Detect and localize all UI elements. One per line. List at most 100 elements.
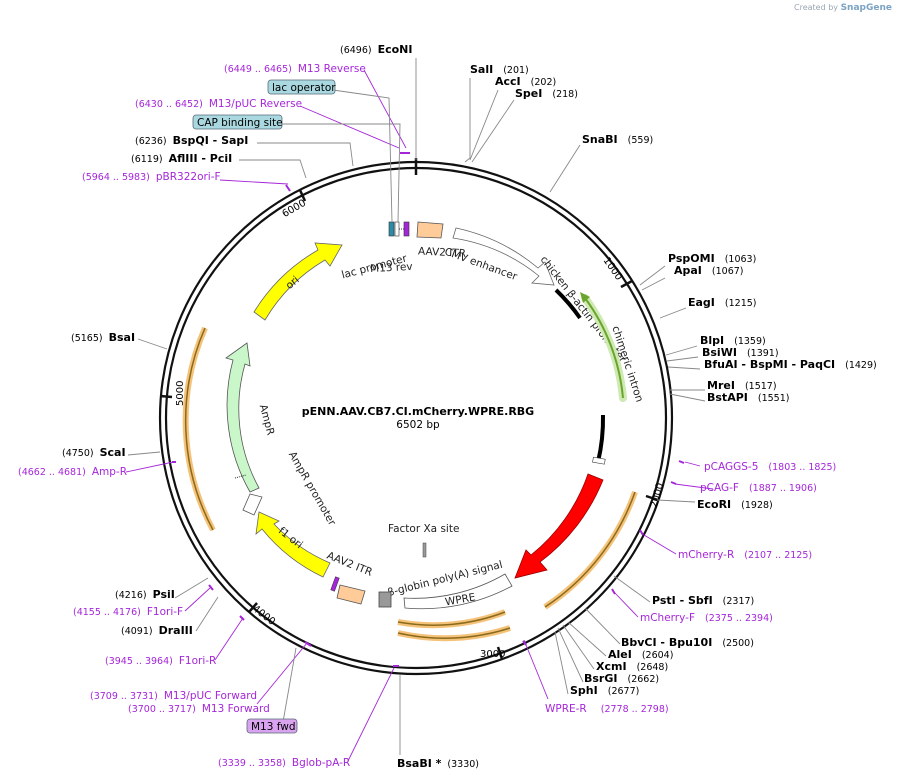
ampr-arrow[interactable]	[225, 342, 260, 493]
enzyme-sphi: SphI(2677)	[570, 684, 639, 697]
factor-xa-mark	[422, 542, 427, 558]
tick-mark-3000	[496, 646, 504, 660]
primer-amp-r: (4662 .. 4681)Amp-R	[18, 466, 127, 478]
snapgene-watermark: Created by SnapGene	[794, 3, 892, 13]
enzyme-sali: SalI(201)	[470, 63, 529, 76]
enzyme-bfuai: BfuAI - BspMI - PaqCI(1429)	[704, 358, 877, 371]
cba-end-marker	[592, 456, 606, 465]
tick-mark-4000	[248, 602, 258, 613]
svg-text:M13 fwd: M13 fwd	[251, 721, 296, 733]
primer-mark-mcherry-r	[639, 529, 644, 536]
enzyme-bbvci: BbvCI - Bpu10I(2500)	[621, 636, 754, 649]
enzyme-bsrgi: BsrGI(2662)	[584, 672, 659, 685]
ampr-label: AmpR	[257, 403, 277, 436]
enzyme-ecori: EcoRI(1928)	[697, 498, 773, 511]
primer-mark-pbr322	[285, 184, 291, 192]
enzyme-draiii: (4091)DraIII	[121, 624, 193, 637]
enzyme-pspomi: PspOMI(1063)	[668, 252, 756, 265]
map-length: 6502 bp	[396, 419, 440, 431]
primer-f1ori-f: (4155 .. 4176)F1ori-F	[73, 606, 183, 618]
ori-arrow[interactable]	[253, 242, 343, 321]
enzyme-bsai: (5165)BsaI	[71, 331, 135, 344]
tick-3000: 3000	[480, 649, 505, 660]
enzyme-alei: AleI(2604)	[608, 648, 673, 661]
enzyme-psti: PstI - SbfI(2317)	[652, 594, 754, 607]
enzyme-bstapi: BstAPI(1551)	[707, 391, 789, 404]
enzyme-scai: (4750)ScaI	[62, 446, 126, 459]
primer-mcherry-f: mCherry-F(2375 .. 2394)	[640, 612, 773, 624]
backbone-inner	[164, 166, 668, 670]
aav2-itr-bottom[interactable]	[336, 584, 366, 605]
enzyme-snabi: SnaBI(559)	[582, 133, 653, 146]
mcherry-arrow[interactable]	[514, 473, 604, 579]
primer-m13-forward: (3700 .. 3717)M13 Forward	[128, 703, 270, 715]
wpre-label: WPRE	[444, 591, 476, 608]
aav2-itr-top[interactable]	[416, 221, 444, 239]
lac-operator-box: lac operator	[267, 79, 336, 95]
primer-mark-pcaggs	[678, 460, 685, 464]
enzyme-labels: (6496)EcoNI SalI(201) AccI(202) SpeI(218…	[62, 43, 877, 770]
enzyme-eagi: EagI(1215)	[688, 296, 757, 309]
svg-text:CAP binding site: CAP binding site	[197, 117, 283, 129]
tick-mark-5000	[159, 394, 173, 399]
wpre-arrow[interactable]	[403, 573, 513, 610]
enzyme-afliii: (6119)AflIII - PciI	[131, 152, 232, 165]
aav2-itr-top-label: AAV2 ITR	[418, 245, 467, 259]
primer-pcaggs-5: pCAGGS-5(1803 .. 1825)	[704, 461, 836, 473]
enzyme-xcmi: XcmI(2648)	[596, 660, 668, 673]
primer-pcag-f: pCAG-F(1887 .. 1906)	[700, 482, 817, 494]
enzyme-leaders	[127, 58, 706, 755]
enzyme-mrei: MreI(1517)	[707, 379, 777, 392]
enzyme-apai: ApaI(1067)	[674, 264, 744, 277]
primer-pbr322ori-f: (5964 .. 5983)pBR322ori-F	[82, 171, 221, 183]
bglob-box	[378, 591, 392, 608]
enzyme-bspqi: (6236)BspQI - SapI	[135, 134, 248, 147]
f1-ori-arrow[interactable]	[255, 511, 331, 578]
snapgene-logo: SnapGene	[840, 3, 892, 13]
primer-mark-f1ori-f	[208, 584, 214, 591]
primer-mark-f1ori-r	[239, 615, 245, 621]
chimeric-intron-head	[580, 292, 590, 303]
primer-mcherry-r: mCherry-R(2107 .. 2125)	[678, 549, 812, 561]
primer-f1ori-r: (3945 .. 3964)F1ori-R	[105, 655, 216, 667]
primer-bglob-pa-r: (3339 .. 3358)Bglob-pA-R	[218, 757, 350, 769]
m13-rev-label: M13 rev	[370, 261, 413, 275]
primer-m13-puc-forward: (3709 .. 3731)M13/pUC Forward	[90, 690, 257, 702]
enzyme-acci: AccI(202)	[495, 75, 556, 88]
cap-site-mark	[394, 221, 400, 237]
cmv-enhancer-arrow[interactable]	[452, 227, 555, 286]
m13-fwd-box: M13 fwd	[246, 718, 298, 734]
primer-leaders	[125, 69, 714, 762]
primer-labels: (6449 .. 6465)M13 Reverse (6430 .. 6452)…	[18, 63, 836, 769]
primer-m13-reverse: (6449 .. 6465)M13 Reverse	[224, 63, 366, 75]
factor-xa-label: Factor Xa site	[388, 523, 459, 535]
cap-binding-box: CAP binding site	[192, 114, 283, 130]
enzyme-spei: SpeI(218)	[515, 87, 578, 100]
primer-mark-mcherry-f	[611, 588, 616, 595]
lac-operator-mark	[388, 221, 395, 237]
chimeric-intron-arrow[interactable]	[584, 297, 624, 399]
enzyme-psii: (4216)PsiI	[115, 588, 175, 601]
map-title: pENN.AAV.CB7.CI.mCherry.WPRE.RBG	[302, 405, 534, 418]
enzyme-econi: (6496)EcoNI	[340, 43, 412, 56]
ampr-promoter-arrow[interactable]	[242, 493, 263, 516]
enzyme-bsabi: BsaBI *(3330)	[397, 757, 479, 770]
svg-text:lac operator: lac operator	[272, 82, 336, 94]
tick-mark-6000	[298, 189, 307, 202]
tick-1000: 1000	[601, 256, 625, 283]
cba-end-arc[interactable]	[596, 414, 606, 463]
primer-mark-m13fwd	[304, 641, 312, 647]
primer-m13-puc-reverse: (6430 .. 6452)M13/pUC Reverse	[135, 98, 302, 110]
m13-rev-mark	[403, 221, 410, 237]
cba-promoter-arc[interactable]	[554, 288, 582, 320]
tick-mark-1000	[620, 279, 633, 289]
tick-mark-2000	[645, 494, 659, 502]
tick-2000: 2000	[649, 482, 666, 509]
orange-arcs	[182, 326, 638, 642]
box-leaders	[282, 89, 401, 723]
ampr-promoter-label: AmpR promoter	[286, 449, 338, 528]
aav2-itr-bottom-label: AAV2 ITR	[325, 550, 374, 579]
enzyme-bsiwi: BsiWI(1391)	[702, 346, 779, 359]
m13-fwd-mark	[330, 576, 340, 592]
